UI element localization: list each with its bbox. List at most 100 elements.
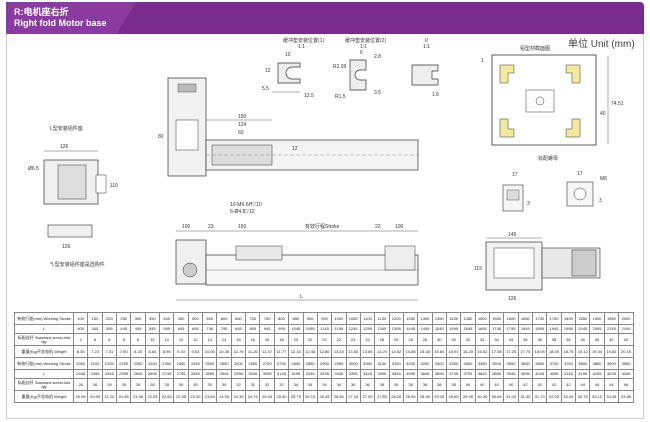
table-cell: 3300 [431, 357, 447, 370]
table-cell: 1045 [288, 324, 304, 334]
table-cell: 8.25 [130, 345, 146, 358]
table-cell: 30 [431, 333, 447, 346]
table-cell: 28 [417, 333, 433, 346]
table-cell: 30 [187, 378, 204, 391]
table-cell: 400 [72, 324, 89, 334]
table-cell: 1195 [331, 324, 347, 334]
table-cell: 3645 [417, 369, 433, 379]
table-cell: 20.85 [87, 390, 103, 403]
table-cell: 3500 [488, 357, 505, 370]
table-cell: 30.30 [474, 390, 490, 403]
row-label: 重量(Kg)不含电机 Weight [14, 390, 74, 403]
table-cell: 21.20 [101, 390, 118, 403]
table-cell: 495 [130, 324, 146, 334]
table-cell: 23.65 [202, 390, 218, 403]
table-cell: 100 [72, 312, 89, 325]
table-cell: 36 [517, 333, 534, 346]
table-cell: 2545 [101, 369, 118, 379]
table-cell: 2000 [618, 312, 634, 325]
table-cell: 1750 [546, 312, 562, 325]
table-cell: 16 [245, 333, 261, 346]
stroke-label: 有效行程Stroke [305, 223, 340, 230]
table-cell: 1945 [546, 324, 562, 334]
table-cell: 2095 [589, 324, 605, 334]
table-cell: 12.10 [288, 345, 304, 358]
table-cell: 38 [546, 333, 562, 346]
table-cell: 3495 [374, 369, 390, 379]
table-cell: 32.05 [546, 390, 562, 403]
table-cell: 40 [589, 333, 605, 346]
table-cell: 18.40 [546, 345, 562, 358]
table-cell: 1550 [488, 312, 505, 325]
table-cell: 2100 [87, 357, 103, 370]
table-cell: 3595 [402, 369, 419, 379]
table-cell: 3150 [388, 357, 404, 370]
table-cell: 28.20 [388, 390, 404, 403]
top-view-module: 80 150 124 60 10-M6-6H▽10 6-Ø4.8▽12 12 [158, 77, 419, 215]
table-cell: 2450 [187, 357, 204, 370]
table-cell: 21.90 [130, 390, 146, 403]
table-cell: 36 [531, 333, 548, 346]
table-cell: 4095 [546, 369, 562, 379]
table-cell: 3345 [331, 369, 347, 379]
l-bracket-note: *L型安装铝件座是选购件 [50, 261, 105, 268]
table-cell: 395 [101, 324, 118, 334]
detail-c-label: II [425, 38, 428, 44]
dim-3: 3 [527, 201, 530, 207]
table-cell: 3245 [302, 369, 318, 379]
table-cell: 18 [273, 333, 290, 346]
table-cell: 895 [245, 324, 261, 334]
table-cell: 33.80 [618, 390, 634, 403]
table-cell: 42 [603, 333, 620, 346]
table-cell: 30 [202, 378, 218, 391]
table-cell: 36 [374, 378, 390, 391]
table-cell: 2250 [130, 357, 146, 370]
table-cell: 2500 [202, 357, 218, 370]
table-cell: 32.75 [575, 390, 591, 403]
table-cell: 3450 [474, 357, 490, 370]
dim-r1-5: R1.5 [335, 94, 346, 100]
table-cell: 1995 [560, 324, 577, 334]
table-cell: 1450 [460, 312, 476, 325]
table-cell: 3350 [445, 357, 462, 370]
table-cell: 1545 [431, 324, 447, 334]
table-cell: 2045 [575, 324, 591, 334]
table-cell: 3395 [345, 369, 361, 379]
table-cell: 2200 [116, 357, 132, 370]
table-cell: 2350 [159, 357, 175, 370]
table-cell: 27.15 [345, 390, 361, 403]
table-cell: 2400 [173, 357, 189, 370]
table-cell: 2745 [159, 369, 175, 379]
table-cell: 26.80 [331, 390, 347, 403]
table-cell: 1500 [474, 312, 490, 325]
table-cell: 3900 [603, 357, 620, 370]
table-cell: 3700 [546, 357, 562, 370]
table-cell: 20 [288, 333, 304, 346]
table-cell: 40 [488, 378, 505, 391]
table-cell: 3995 [517, 369, 534, 379]
profile-label: 铝型材截面图 [520, 45, 550, 52]
table-cell: 15.26 [417, 345, 433, 358]
table-cell: 7.23 [87, 345, 103, 358]
table-cell: 1695 [474, 324, 490, 334]
table-cell: 26 [374, 333, 390, 346]
nut-detail: 标配螺母 17 3 M8 17 3 [502, 155, 607, 212]
table-cell: 28 [130, 378, 146, 391]
table-cell: 34 [503, 333, 519, 346]
dim-1: 1 [481, 58, 484, 64]
table-cell: 14 [216, 333, 232, 346]
table-cell: 2895 [202, 369, 218, 379]
table-cell: 1950 [603, 312, 620, 325]
table-cell: 40 [575, 333, 591, 346]
table-cell: 8.63 [144, 345, 161, 358]
table-cell: 14.52 [388, 345, 404, 358]
table-cell: 1650 [517, 312, 534, 325]
table-cell: 26 [72, 378, 89, 391]
table-cell: 3400 [460, 357, 476, 370]
table-cell: 9.33 [173, 345, 189, 358]
table-cell: 31.00 [503, 390, 519, 403]
